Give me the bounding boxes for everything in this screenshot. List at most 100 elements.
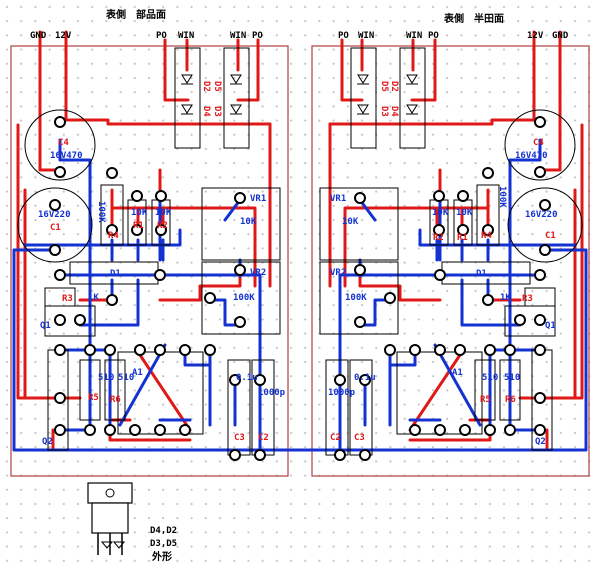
pads-right: [334, 116, 551, 461]
vr2-label: VR2: [330, 268, 346, 278]
board-outline: [311, 45, 590, 477]
c3-label: C3: [354, 433, 365, 443]
top-label-win: WIN: [178, 31, 194, 41]
c1-label: C1: [545, 231, 556, 241]
part-outlines: [17, 47, 281, 456]
top-label-po: PO: [428, 31, 439, 41]
top-label-win: WIN: [358, 31, 374, 41]
right-board-solder-side: 表側 半田面 PO WIN WIN PO 12V GND D2 D5 D4 D3…: [298, 12, 590, 477]
q1-outline: [44, 305, 96, 337]
d2-label: D2: [201, 81, 211, 92]
top-label-win: WIN: [230, 31, 246, 41]
r2-value: 10K: [155, 208, 172, 218]
r1-value: 10K: [131, 208, 148, 218]
a1-label: A1: [452, 368, 463, 378]
r5-value: 510: [482, 373, 498, 383]
c1-label: C1: [50, 223, 61, 233]
title-left: 表側 部品面: [105, 8, 166, 21]
diode-box-left-b: [223, 47, 250, 149]
legend-caption: 外形: [151, 550, 172, 563]
top-label-12v: 12V: [527, 31, 544, 41]
c2-label: C2: [330, 433, 341, 443]
left-board-component-side: 表側 部品面 GND 12V PO WIN WIN PO D2 D5 D4 D3…: [10, 8, 302, 477]
top-label-po: PO: [156, 31, 167, 41]
r6-outline: [474, 359, 496, 421]
q2-label: Q2: [535, 437, 546, 447]
c2-value: 1000p: [328, 388, 356, 398]
r3-value: 1K: [500, 293, 511, 303]
c2-label: C2: [258, 433, 269, 443]
top-label-gnd: GND: [30, 31, 47, 41]
c3-value: 0.1u: [236, 373, 258, 383]
c1-value: 16V220: [525, 210, 558, 220]
q1-label: Q1: [40, 321, 51, 331]
vr2-outline: [319, 261, 399, 335]
c1-outline: [17, 187, 93, 263]
r5-label: R5: [88, 393, 99, 403]
c4-label: C4: [533, 138, 544, 148]
top-label-po: PO: [338, 31, 349, 41]
r1-label: R1: [457, 233, 468, 243]
r4-value: 100K: [96, 201, 106, 223]
c3-label: C3: [234, 433, 245, 443]
diode-box-right-a: [399, 47, 426, 149]
diode-box-right-b: [350, 47, 377, 149]
c2-value: 1000p: [258, 388, 286, 398]
r3-label: R3: [522, 294, 533, 304]
r6-value: 510: [118, 373, 134, 383]
diode-outline-legend: D4,D2 D3,D5 外形: [87, 482, 177, 563]
r4-outline: [100, 184, 124, 246]
top-label-12v: 12V: [55, 31, 72, 41]
vr2-label: VR2: [250, 268, 266, 278]
r1-label: R1: [133, 221, 144, 231]
package-body: [91, 502, 129, 534]
package-hole: [105, 488, 115, 498]
top-label-po: PO: [252, 31, 263, 41]
r6-label: R6: [110, 395, 121, 405]
r5-value: 510: [98, 373, 114, 383]
diode-symbols-right: [357, 74, 418, 115]
r4-outline: [476, 184, 500, 246]
top-label-win: WIN: [406, 31, 422, 41]
r4-label: R4: [481, 231, 492, 241]
r1-value: 10K: [456, 208, 473, 218]
legend-line2: D3,D5: [150, 539, 177, 549]
c4-outline: [504, 109, 576, 181]
q1-outline: [504, 305, 556, 337]
r4-value: 100K: [497, 186, 507, 208]
diode-icon: [100, 541, 126, 549]
title-right: 表側 半田面: [443, 12, 504, 25]
r2-label: R2: [157, 221, 168, 231]
vr1-label: VR1: [330, 194, 346, 204]
d3-label: D3: [212, 106, 222, 117]
d4-label: D4: [389, 106, 399, 117]
r3-value: 1K: [88, 293, 99, 303]
d1-label: D1: [110, 269, 121, 279]
r3-label: R3: [62, 294, 73, 304]
pads-left: [49, 116, 266, 461]
diode-symbols-left: [181, 74, 242, 115]
vr2-value: 100K: [345, 293, 367, 303]
c1-value: 16V220: [38, 210, 71, 220]
vr1-label: VR1: [250, 194, 266, 204]
top-label-gnd: GND: [552, 31, 569, 41]
c4-value: 16V470: [50, 151, 83, 161]
vr1-value: 10K: [342, 217, 359, 227]
r5-outline: [499, 359, 521, 421]
r5-label: R5: [480, 395, 491, 405]
blue-traces: [12, 138, 302, 452]
q1-label: Q1: [545, 321, 556, 331]
r6-outline: [104, 359, 126, 421]
diode-box-left-a: [174, 47, 201, 149]
legend-line1: D4,D2: [150, 526, 177, 536]
vr1-value: 10K: [240, 217, 257, 227]
d4-label: D4: [201, 106, 211, 117]
c4-outline: [24, 109, 96, 181]
q2-label: Q2: [42, 437, 53, 447]
c1-outline: [507, 187, 583, 263]
d5-label: D5: [379, 81, 389, 92]
vr2-outline: [201, 261, 281, 335]
c4-label: C4: [58, 138, 69, 148]
